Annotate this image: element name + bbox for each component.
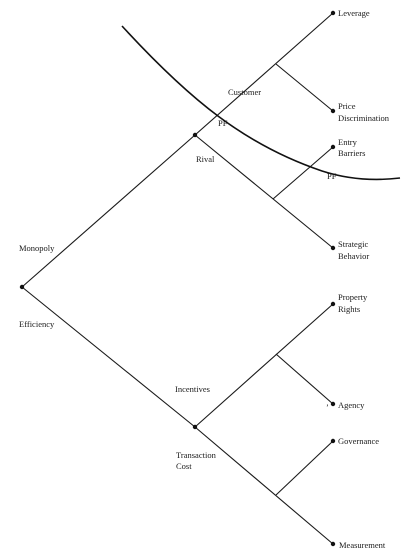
node-measurement [330, 541, 336, 547]
node-leverage [330, 10, 336, 16]
label-measurement: Measurement [339, 540, 386, 550]
node-property-rights [330, 301, 336, 307]
label-property-rights: Property Rights [338, 292, 369, 314]
label-strategic-behavior: Strategic Behavior [338, 239, 370, 261]
pf-frontier-curve [121, 25, 401, 181]
label-strategic-behavior-line1: Strategic [338, 239, 368, 249]
edge-monopoly-to-strategic-behavior [194, 134, 334, 249]
node-price-discrimination [330, 108, 336, 114]
label-price-discrimination: Price Discrimination [338, 101, 390, 123]
label-incentives: Incentives [175, 384, 210, 394]
label-governance: Governance [338, 436, 379, 446]
edge-efficiency-to-property-rights [194, 303, 334, 428]
edge-rival-to-entry-barriers [272, 146, 334, 200]
edge-efficiency-to-measurement [194, 426, 334, 545]
label-customer: Customer [228, 87, 261, 97]
node-entry-barriers [330, 144, 336, 150]
edge-customer-to-price-discrimination [275, 63, 334, 112]
label-price-discrimination-line2: Discrimination [338, 113, 390, 123]
node-governance [330, 438, 336, 444]
edge-incentives-to-agency [275, 353, 334, 405]
label-transaction-cost-line1: Transaction [176, 450, 217, 460]
label-pf-top: PF [218, 118, 228, 128]
label-property-rights-line1: Property [338, 292, 368, 302]
edge-root-to-efficiency [21, 286, 196, 428]
label-transaction-cost-line2: Cost [176, 461, 192, 471]
label-agency-mark: ’ [326, 402, 329, 412]
node-agency [330, 401, 336, 407]
node-strategic-behavior [330, 245, 336, 251]
label-transaction-cost: Transaction Cost [176, 450, 218, 471]
label-property-rights-line2: Rights [338, 304, 360, 314]
label-price-discrimination-line1: Price [338, 101, 356, 111]
node-monopoly [192, 132, 198, 138]
node-root [19, 284, 25, 290]
label-strategic-behavior-line2: Behavior [338, 251, 369, 261]
node-efficiency [192, 424, 198, 430]
label-leverage: Leverage [338, 8, 370, 18]
label-entry-barriers-line2: Barriers [338, 148, 365, 158]
label-agency: Agency [338, 400, 365, 410]
label-entry-barriers-line1: Entry [338, 137, 358, 147]
label-entry-barriers: Entry Barriers [338, 137, 365, 158]
edge-transaction-cost-to-governance [275, 440, 334, 496]
label-efficiency: Efficiency [19, 319, 55, 329]
edge-monopoly-to-leverage [194, 12, 334, 136]
edge-root-to-monopoly [21, 134, 196, 288]
label-pf-bottom: PF [327, 171, 337, 181]
label-rival: Rival [196, 154, 215, 164]
label-monopoly: Monopoly [19, 243, 55, 253]
